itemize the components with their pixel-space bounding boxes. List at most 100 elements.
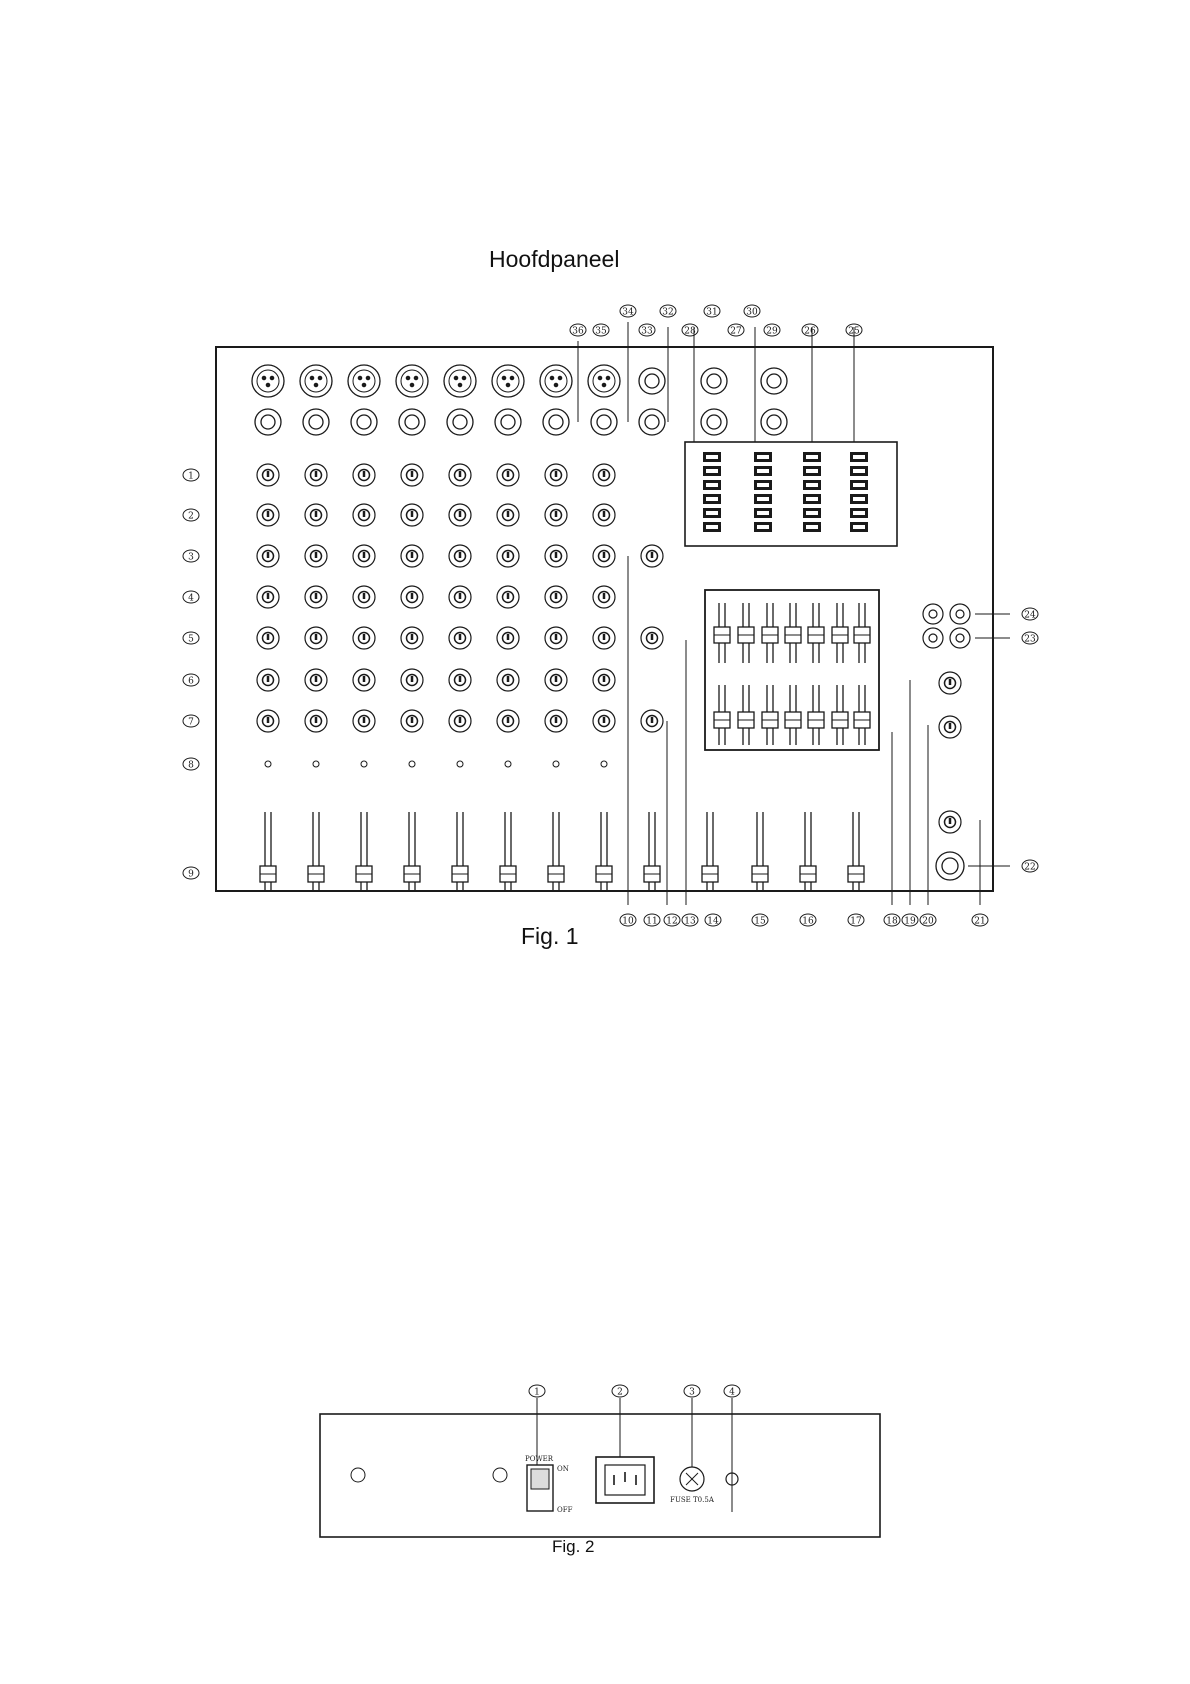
power-switch-on-label: ON xyxy=(557,1465,569,1473)
xlr-input-8-pin-2 xyxy=(606,376,610,380)
rca-jack-2 xyxy=(950,604,970,624)
fig2-callout-2: 2 xyxy=(617,1388,623,1398)
xlr-input-7-pin-3 xyxy=(554,383,558,387)
top-jack-1-inner xyxy=(645,374,659,388)
callout-bottom-13: 13 xyxy=(684,917,696,927)
callout-bottom-14: 14 xyxy=(707,917,719,927)
xlr-input-8-inner xyxy=(593,370,615,392)
top-jack-3 xyxy=(761,368,787,394)
xlr-input-4-pin-2 xyxy=(414,376,418,380)
callout-top-27: 27 xyxy=(730,327,742,337)
callout-left-1: 1 xyxy=(188,472,194,482)
meter-segment-gap-2-3 xyxy=(757,483,769,487)
top-jack-2-inner xyxy=(707,374,721,388)
xlr-input-3-pin-2 xyxy=(366,376,370,380)
line-input-1-inner xyxy=(261,415,275,429)
top-jack-2 xyxy=(701,368,727,394)
meter-segment-gap-3-1 xyxy=(806,455,818,459)
peak-led-5 xyxy=(457,761,463,767)
meter-segment-gap-4-4 xyxy=(853,497,865,501)
peak-led-6 xyxy=(505,761,511,767)
fuse-label: FUSE T0.5A xyxy=(670,1496,715,1504)
callout-bottom-11: 11 xyxy=(646,917,657,927)
callout-bottom-17: 17 xyxy=(850,917,862,927)
line-input-2 xyxy=(303,409,329,435)
xlr-input-7-pin-2 xyxy=(558,376,562,380)
meter-segment-gap-4-2 xyxy=(853,469,865,473)
line-input-8 xyxy=(591,409,617,435)
callout-bottom-19: 19 xyxy=(904,917,916,927)
meter-segment-gap-4-1 xyxy=(853,455,865,459)
line-input-4-inner xyxy=(405,415,419,429)
callout-bottom-10: 10 xyxy=(622,917,634,927)
xlr-input-2-pin-3 xyxy=(314,383,318,387)
peak-led-1 xyxy=(265,761,271,767)
insert-jack-1 xyxy=(639,409,665,435)
xlr-input-7-inner xyxy=(545,370,567,392)
meter-segment-gap-1-2 xyxy=(706,469,718,473)
callout-top-29: 29 xyxy=(766,327,778,337)
callout-bottom-15: 15 xyxy=(754,917,766,927)
meter-segment-gap-3-4 xyxy=(806,497,818,501)
meter-segment-gap-2-5 xyxy=(757,511,769,515)
line-input-8-inner xyxy=(597,415,611,429)
insert-jack-2-inner xyxy=(707,415,721,429)
meter-segment-gap-2-1 xyxy=(757,455,769,459)
meter-segment-gap-1-5 xyxy=(706,511,718,515)
rca-jack-4-inner xyxy=(956,634,964,642)
line-input-2-inner xyxy=(309,415,323,429)
meter-segment-gap-3-6 xyxy=(806,525,818,529)
xlr-input-8-pin-1 xyxy=(598,376,602,380)
xlr-input-6-pin-3 xyxy=(506,383,510,387)
callout-bottom-12: 12 xyxy=(666,917,677,927)
callout-left-4: 4 xyxy=(188,594,194,604)
callout-top-30: 30 xyxy=(746,308,758,318)
callout-top-28: 28 xyxy=(684,327,696,337)
insert-jack-2 xyxy=(701,409,727,435)
rca-jack-3 xyxy=(923,628,943,648)
xlr-input-5-pin-1 xyxy=(454,376,458,380)
figure-1-main-panel: 1234567891011121314151617181920213635343… xyxy=(183,305,1038,927)
callout-left-8: 8 xyxy=(188,761,194,771)
top-jack-3-inner xyxy=(767,374,781,388)
callout-left-2: 2 xyxy=(188,512,194,522)
meter-segment-gap-1-1 xyxy=(706,455,718,459)
callout-top-34: 34 xyxy=(622,308,634,318)
xlr-input-1-pin-1 xyxy=(262,376,266,380)
xlr-input-4-pin-3 xyxy=(410,383,414,387)
top-jack-1 xyxy=(639,368,665,394)
power-switch-off-label: OFF xyxy=(557,1506,573,1514)
callout-bottom-18: 18 xyxy=(886,917,898,927)
xlr-input-6-pin-2 xyxy=(510,376,514,380)
callout-top-26: 26 xyxy=(804,327,816,337)
xlr-input-4-inner xyxy=(401,370,423,392)
rca-jack-2-inner xyxy=(956,610,964,618)
xlr-input-2-pin-1 xyxy=(310,376,314,380)
xlr-input-1-pin-2 xyxy=(270,376,274,380)
peak-led-3 xyxy=(361,761,367,767)
insert-jack-3-inner xyxy=(767,415,781,429)
meter-segment-gap-2-2 xyxy=(757,469,769,473)
rca-jack-3-inner xyxy=(929,634,937,642)
xlr-input-8-pin-3 xyxy=(602,383,606,387)
meter-segment-gap-1-4 xyxy=(706,497,718,501)
xlr-input-5-pin-2 xyxy=(462,376,466,380)
meter-segment-gap-3-3 xyxy=(806,483,818,487)
xlr-input-5-inner xyxy=(449,370,471,392)
meter-segment-gap-4-5 xyxy=(853,511,865,515)
xlr-input-3-pin-3 xyxy=(362,383,366,387)
power-switch-label: POWER xyxy=(525,1455,554,1463)
callout-left-7: 7 xyxy=(188,718,194,728)
phones-jack-inner xyxy=(942,858,958,874)
insert-jack-1-inner xyxy=(645,415,659,429)
xlr-input-2-pin-2 xyxy=(318,376,322,380)
xlr-input-5-pin-3 xyxy=(458,383,462,387)
callout-right-23: 23 xyxy=(1024,635,1036,645)
line-input-4 xyxy=(399,409,425,435)
callout-top-32: 32 xyxy=(662,308,673,318)
xlr-input-3-pin-1 xyxy=(358,376,362,380)
screw-hole-mid xyxy=(493,1468,507,1482)
power-switch-rocker xyxy=(531,1469,549,1489)
meter-segment-gap-3-5 xyxy=(806,511,818,515)
